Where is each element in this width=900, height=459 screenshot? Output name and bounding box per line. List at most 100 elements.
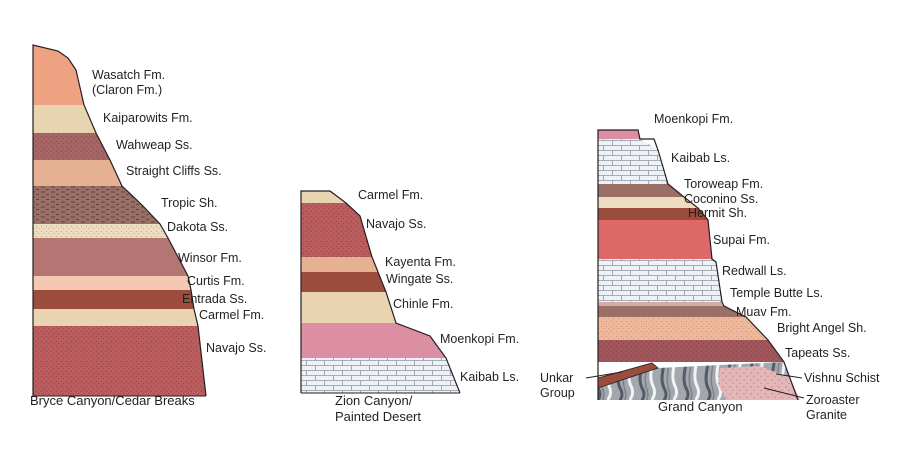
column-zion-canyon-painted-desert-layer-kayenta-fm — [301, 257, 378, 272]
column-zion-canyon-painted-desert-layer-moenkopi-fm-label-line: Moenkopi Fm. — [440, 332, 519, 346]
column-grand-canyon-basement-zoroaster-granite-leader — [763, 387, 805, 399]
column-grand-canyon-layer-moenkopi-fm — [598, 130, 640, 139]
column-bryce-canyon-cedar-breaks-layer-straight-cliffs-ss — [33, 160, 122, 186]
column-bryce-canyon-cedar-breaks-layer-wahweap-ss-label-line: Wahweap Ss. — [116, 138, 193, 152]
column-zion-canyon-painted-desert-layer-wingate-ss-label: Wingate Ss. — [386, 272, 453, 286]
column-grand-canyon-layer-coconino-ss-label-line: Coconino Ss. — [684, 192, 758, 206]
column-zion-canyon-painted-desert-layer-kaibab-ls-label-line: Kaibab Ls. — [460, 370, 519, 384]
column-bryce-canyon-cedar-breaks-layer-tropic-sh-texture — [33, 186, 160, 224]
column-grand-canyon-layer-supai-fm — [598, 220, 712, 259]
column-grand-canyon-layer-temple-butte-ls — [598, 302, 724, 306]
column-zion-canyon-painted-desert-layer-moenkopi-fm-label: Moenkopi Fm. — [440, 332, 519, 346]
column-bryce-canyon-cedar-breaks-layer-navajo-ss-label-line: Navajo Ss. — [206, 341, 266, 355]
column-grand-canyon-layer-supai-fm-label-line: Supai Fm. — [713, 233, 770, 247]
column-grand-canyon-basement-unkar-group-label-line: Unkar — [540, 371, 573, 385]
column-grand-canyon-layer-coconino-ss — [598, 197, 698, 208]
column-bryce-canyon-cedar-breaks-layer-wasatch-fm-claron-fm — [33, 45, 84, 105]
column-grand-canyon-layer-kaibab-ls-label-line: Kaibab Ls. — [671, 151, 730, 165]
column-bryce-canyon-cedar-breaks-caption: Bryce Canyon/Cedar Breaks — [30, 393, 195, 408]
column-bryce-canyon-cedar-breaks-layer-winsor-fm-label-line: Winsor Fm. — [178, 251, 242, 265]
column-grand-canyon-layer-moenkopi-fm-label-line: Moenkopi Fm. — [654, 112, 733, 126]
column-grand-canyon-layer-muav-fm-label: Muav Fm. — [736, 305, 792, 319]
column-zion-canyon-painted-desert-outline — [300, 190, 461, 394]
column-zion-canyon-painted-desert-layer-carmel-fm-label-line: Carmel Fm. — [358, 188, 423, 202]
column-bryce-canyon-cedar-breaks-layer-entrada-ss — [33, 290, 194, 309]
column-grand-canyon-layer-muav-fm-label-line: Muav Fm. — [736, 305, 792, 319]
column-grand-canyon-basement-vishnu-schist-label: Vishnu Schist — [804, 371, 880, 385]
column-zion-canyon-painted-desert-layer-navajo-ss-texture — [301, 203, 372, 257]
column-bryce-canyon-cedar-breaks-layer-carmel-fm-label: Carmel Fm. — [199, 308, 264, 322]
column-bryce-canyon-cedar-breaks-layer-navajo-ss-texture — [33, 326, 206, 396]
column-grand-canyon-layer-temple-butte-ls-label-line: Temple Butte Ls. — [730, 286, 823, 300]
column-zion-canyon-painted-desert-layer-wingate-ss — [301, 272, 386, 292]
column-bryce-canyon-cedar-breaks-layer-entrada-ss-label: Entrada Ss. — [182, 292, 247, 306]
column-grand-canyon-layer-bright-angel-sh-label: Bright Angel Sh. — [777, 321, 867, 335]
column-zion-canyon-painted-desert-layer-navajo-ss-label: Navajo Ss. — [366, 217, 426, 231]
column-bryce-canyon-cedar-breaks-layer-wasatch-fm-claron-fm-label-line: (Claron Fm.) — [92, 83, 162, 97]
column-zion-canyon-painted-desert-caption: Zion Canyon/Painted Desert — [335, 393, 421, 424]
column-zion-canyon-painted-desert-caption-line: Zion Canyon/ — [335, 393, 413, 408]
column-zion-canyon-painted-desert-layer-kayenta-fm-label-line: Kayenta Fm. — [385, 255, 456, 269]
column-grand-canyon-layer-toroweap-fm — [598, 184, 684, 197]
column-bryce-canyon-cedar-breaks-layer-entrada-ss-label-line: Entrada Ss. — [182, 292, 247, 306]
column-grand-canyon-layer-redwall-ls-texture — [598, 259, 722, 302]
column-grand-canyon-layer-tapeats-ss-texture — [598, 340, 784, 362]
column-bryce-canyon-cedar-breaks-outline — [32, 44, 207, 397]
column-bryce-canyon-cedar-breaks-caption-line: Bryce Canyon/Cedar Breaks — [30, 393, 195, 408]
column-grand-canyon-layer-muav-fm — [598, 306, 746, 317]
column-zion-canyon-painted-desert-layer-kayenta-fm-label: Kayenta Fm. — [385, 255, 456, 269]
column-grand-canyon-layer-toroweap-fm-label: Toroweap Fm. — [684, 177, 763, 191]
column-grand-canyon-layer-kaibab-ls-label: Kaibab Ls. — [671, 151, 730, 165]
column-bryce-canyon-cedar-breaks-layer-tropic-sh-label-line: Tropic Sh. — [161, 196, 218, 210]
column-grand-canyon-layer-kaibab-ls-texture — [598, 139, 668, 184]
column-zion-canyon-painted-desert-layer-chinle-fm-label-line: Chinle Fm. — [393, 297, 453, 311]
column-zion-canyon-painted-desert-caption-line: Painted Desert — [335, 409, 421, 424]
column-grand-canyon-basement-unkar-group-leader — [585, 371, 623, 379]
column-grand-canyon-basement-vishnu-schist-label-line: Vishnu Schist — [804, 371, 880, 385]
column-grand-canyon-layer-bright-angel-sh-texture — [598, 317, 768, 340]
column-bryce-canyon-cedar-breaks-layer-wahweap-ss-label: Wahweap Ss. — [116, 138, 193, 152]
column-bryce-canyon-cedar-breaks-layer-kaiparowits-fm-label-line: Kaiparowits Fm. — [103, 111, 193, 125]
column-bryce-canyon-cedar-breaks-layer-dakota-ss-texture — [33, 224, 168, 238]
column-bryce-canyon-cedar-breaks-layer-carmel-fm — [33, 309, 198, 326]
column-grand-canyon-caption-line: Grand Canyon — [658, 399, 743, 414]
column-bryce-canyon-cedar-breaks-layer-curtis-fm — [33, 276, 191, 290]
column-bryce-canyon-cedar-breaks-layer-winsor-fm-label: Winsor Fm. — [178, 251, 242, 265]
column-zion-canyon-painted-desert-layer-wingate-ss-label-line: Wingate Ss. — [386, 272, 453, 286]
column-bryce-canyon-cedar-breaks-layer-kaiparowits-fm — [33, 105, 96, 133]
column-bryce-canyon-cedar-breaks-layer-navajo-ss-label: Navajo Ss. — [206, 341, 266, 355]
column-bryce-canyon-cedar-breaks-layer-curtis-fm-label: Curtis Fm. — [187, 274, 245, 288]
column-zion-canyon-painted-desert-layer-moenkopi-fm — [301, 323, 446, 358]
column-bryce-canyon-cedar-breaks-layer-wasatch-fm-claron-fm-label: Wasatch Fm.(Claron Fm.) — [92, 68, 165, 97]
column-grand-canyon-layer-supai-fm-label: Supai Fm. — [713, 233, 770, 247]
column-grand-canyon-layer-bright-angel-sh-label-line: Bright Angel Sh. — [777, 321, 867, 335]
column-grand-canyon-basement-zoroaster-granite-label-line: Granite — [806, 408, 847, 422]
column-grand-canyon-layer-hermit-sh-label: Hermit Sh. — [688, 206, 747, 220]
column-grand-canyon-basement-vishnu-schist-leader — [775, 373, 803, 379]
column-grand-canyon-layer-moenkopi-fm-label: Moenkopi Fm. — [654, 112, 733, 126]
column-zion-canyon-painted-desert-layer-kaibab-ls-label: Kaibab Ls. — [460, 370, 519, 384]
column-grand-canyon-layer-hermit-sh-label-line: Hermit Sh. — [688, 206, 747, 220]
column-zion-canyon-painted-desert-layer-chinle-fm — [301, 292, 396, 323]
column-bryce-canyon-cedar-breaks-layer-winsor-fm — [33, 238, 188, 276]
column-bryce-canyon-cedar-breaks-layer-wasatch-fm-claron-fm-label-line: Wasatch Fm. — [92, 68, 165, 82]
column-grand-canyon-basement-zoroaster-granite-label-line: Zoroaster — [806, 393, 860, 407]
column-grand-canyon-outline — [597, 129, 799, 401]
column-grand-canyon-basement-unkar-group-label-line: Group — [540, 386, 575, 400]
column-grand-canyon-layer-coconino-ss-label: Coconino Ss. — [684, 192, 758, 206]
column-bryce-canyon-cedar-breaks-layer-carmel-fm-label-line: Carmel Fm. — [199, 308, 264, 322]
column-zion-canyon-painted-desert-layer-navajo-ss-label-line: Navajo Ss. — [366, 217, 426, 231]
column-grand-canyon-caption: Grand Canyon — [658, 399, 743, 414]
column-zion-canyon-painted-desert-layer-chinle-fm-label: Chinle Fm. — [393, 297, 453, 311]
column-bryce-canyon-cedar-breaks-layer-dakota-ss-label: Dakota Ss. — [167, 220, 228, 234]
column-grand-canyon-layer-toroweap-fm-label-line: Toroweap Fm. — [684, 177, 763, 191]
column-grand-canyon-layer-hermit-sh — [598, 208, 708, 220]
column-bryce-canyon-cedar-breaks-layer-tropic-sh-label: Tropic Sh. — [161, 196, 218, 210]
column-bryce-canyon-cedar-breaks-layer-dakota-ss-label-line: Dakota Ss. — [167, 220, 228, 234]
column-bryce-canyon-cedar-breaks-layer-curtis-fm-label-line: Curtis Fm. — [187, 274, 245, 288]
column-bryce-canyon-cedar-breaks-layer-wahweap-ss-texture — [33, 133, 110, 160]
column-bryce-canyon-cedar-breaks-layer-straight-cliffs-ss-label-line: Straight Cliffs Ss. — [126, 164, 222, 178]
